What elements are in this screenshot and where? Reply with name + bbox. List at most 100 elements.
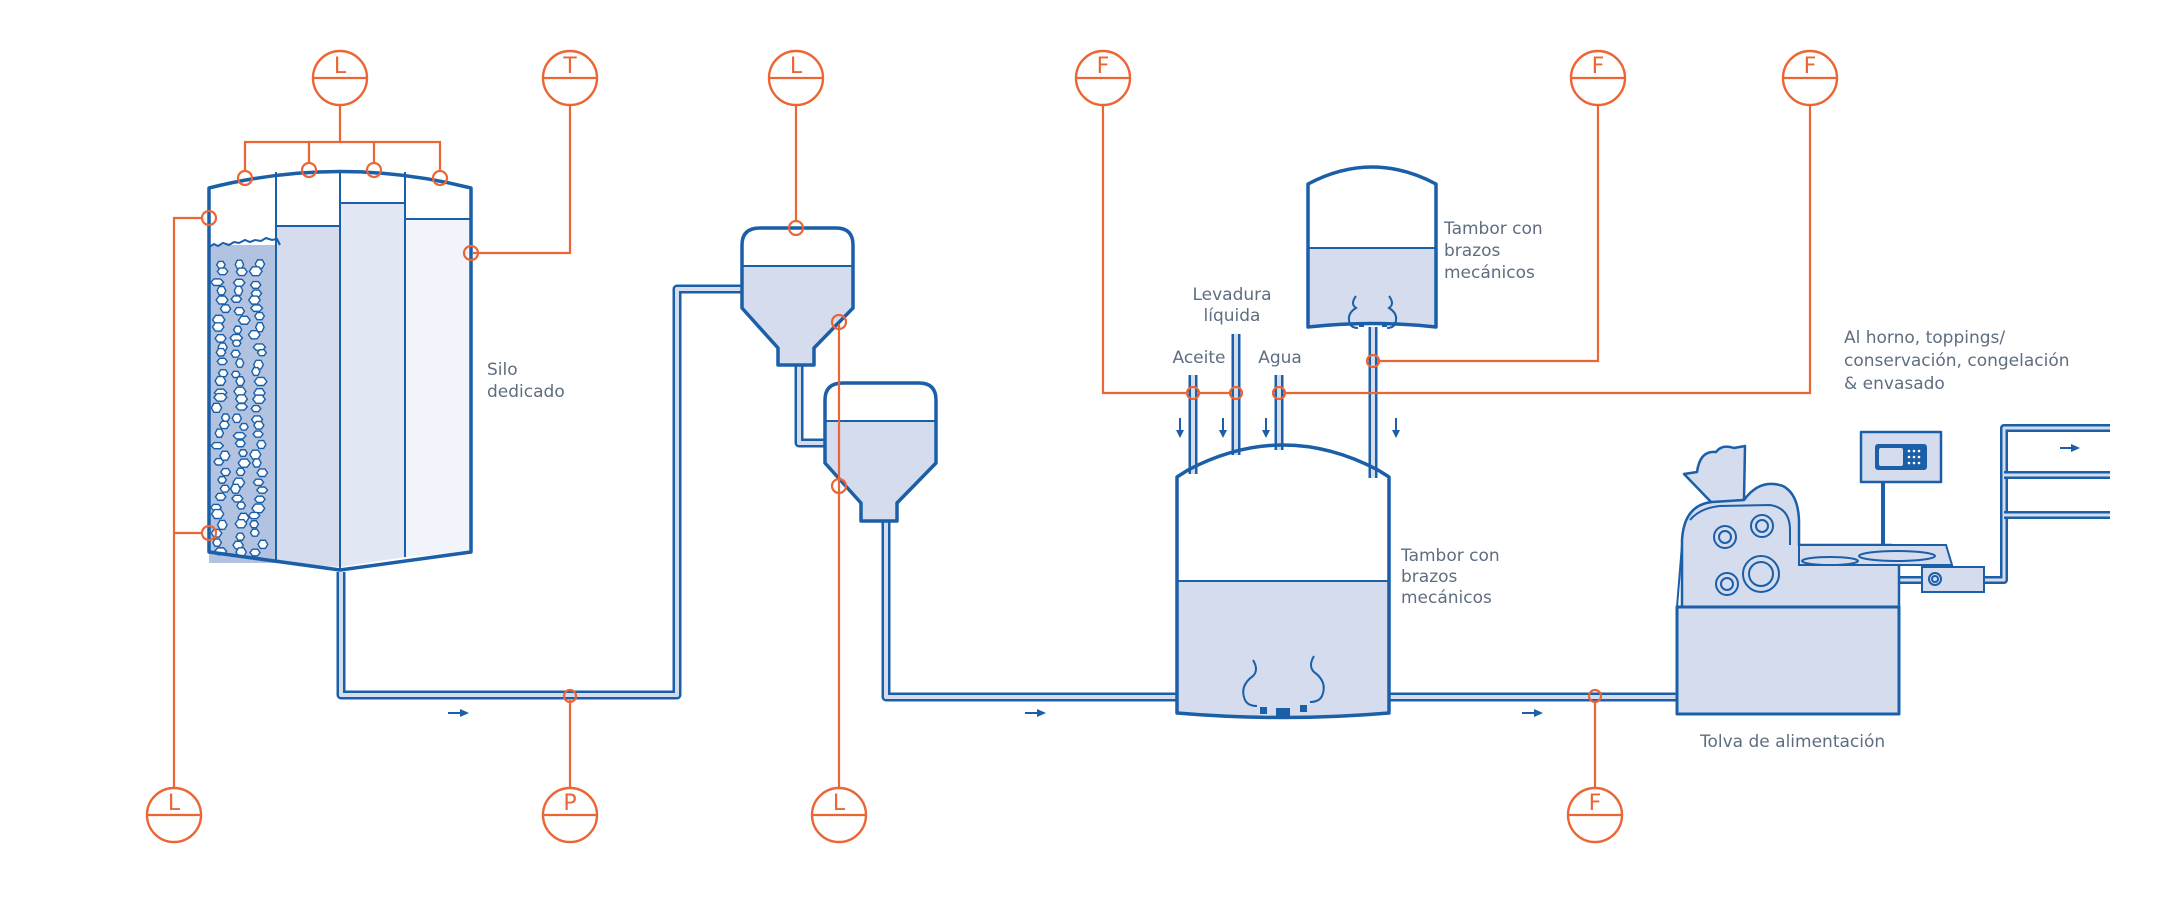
input-label-agua: Agua — [1258, 348, 1302, 368]
granule — [210, 508, 225, 520]
granule — [235, 376, 246, 387]
svg-text:L: L — [168, 791, 181, 816]
svg-text:P: P — [563, 791, 576, 816]
instrument-temperature-silo[interactable]: T — [541, 49, 599, 107]
granule — [231, 339, 242, 347]
control-panel-icon — [1859, 430, 1943, 545]
granule — [249, 548, 261, 557]
granule — [216, 357, 229, 366]
granule — [248, 266, 263, 277]
granule — [214, 375, 227, 386]
granule — [253, 311, 266, 321]
pipe-hopper2-to-mixer — [881, 520, 1180, 702]
granule — [210, 441, 225, 450]
granule — [253, 376, 268, 387]
instrument-level-hopper-bottom[interactable]: L — [810, 786, 868, 844]
svg-text:L: L — [334, 54, 347, 79]
granule — [234, 402, 249, 411]
silo — [207, 169, 473, 572]
granule — [234, 358, 245, 368]
instrument-flow-upper-tank[interactable]: F — [1569, 49, 1627, 107]
granule — [250, 404, 262, 413]
granule — [215, 347, 227, 357]
granule — [238, 422, 249, 431]
granule — [230, 370, 241, 379]
input-label-aceite: Aceite — [1173, 348, 1226, 368]
instrument-level-hopper-top[interactable]: L — [767, 49, 825, 107]
granule — [251, 394, 267, 405]
granule — [236, 501, 247, 510]
instrument-flow-inputs[interactable]: F — [1074, 49, 1132, 107]
hopper-1 — [740, 226, 855, 367]
flour-granules — [209, 259, 269, 558]
granule — [209, 278, 225, 287]
granule — [252, 478, 265, 487]
granule — [235, 467, 246, 477]
granule — [232, 431, 247, 440]
granule — [213, 392, 228, 402]
pipes — [336, 284, 2110, 702]
granule — [214, 492, 227, 501]
granule — [231, 413, 243, 424]
granule — [219, 467, 232, 477]
granule — [211, 322, 225, 332]
arrow-right-icon — [448, 444, 2080, 717]
granule — [235, 267, 248, 277]
granule — [214, 333, 227, 343]
granule — [255, 439, 267, 450]
granule — [247, 330, 261, 340]
granule — [234, 518, 248, 529]
granule — [255, 486, 269, 494]
signal-lines — [172, 105, 1812, 788]
granule — [210, 402, 223, 414]
pipe-silo-to-hopper — [336, 284, 745, 700]
granule — [234, 439, 247, 448]
feeder-machine — [1675, 430, 1985, 716]
instrument-level-silo-bottom[interactable]: L — [145, 786, 203, 844]
instrument-flow-mixer-out[interactable]: F — [1566, 786, 1624, 844]
granule — [229, 483, 242, 494]
machine-label: Tolva de alimentación — [1699, 732, 1885, 752]
svg-text:F: F — [1592, 54, 1605, 79]
instrument-pressure-pipe[interactable]: P — [541, 786, 599, 844]
granule — [230, 349, 242, 358]
roller-icon — [1713, 514, 1780, 596]
granule — [249, 280, 262, 289]
svg-text:L: L — [790, 54, 803, 79]
instrument-flow-main[interactable]: F — [1781, 49, 1839, 107]
granule — [247, 511, 261, 520]
granule — [237, 315, 252, 325]
mixer-tank — [1175, 443, 1391, 720]
granule — [256, 348, 268, 357]
granule — [253, 495, 267, 504]
granule — [219, 304, 232, 314]
upper-tank — [1306, 165, 1438, 329]
granule — [214, 428, 225, 438]
granule — [252, 430, 264, 438]
granule — [217, 476, 228, 484]
granule — [233, 285, 244, 296]
hopper-2 — [823, 381, 938, 523]
granule — [234, 394, 249, 404]
output-label: Al horno, toppings/conservación, congela… — [1844, 328, 2070, 394]
svg-text:F: F — [1804, 54, 1817, 79]
arrow-down-icon — [1176, 418, 1400, 438]
granule — [219, 484, 231, 493]
instrument-level-silo-top[interactable]: L — [311, 49, 369, 107]
granule — [237, 458, 252, 468]
granule — [220, 413, 231, 422]
granule — [218, 420, 231, 430]
granule — [249, 520, 260, 529]
granule — [251, 503, 266, 514]
granule — [249, 528, 261, 537]
granule — [235, 532, 246, 541]
granule — [234, 259, 245, 270]
granule — [233, 306, 246, 316]
svg-text:T: T — [562, 54, 577, 79]
svg-text:F: F — [1097, 54, 1110, 79]
svg-text:L: L — [833, 791, 846, 816]
